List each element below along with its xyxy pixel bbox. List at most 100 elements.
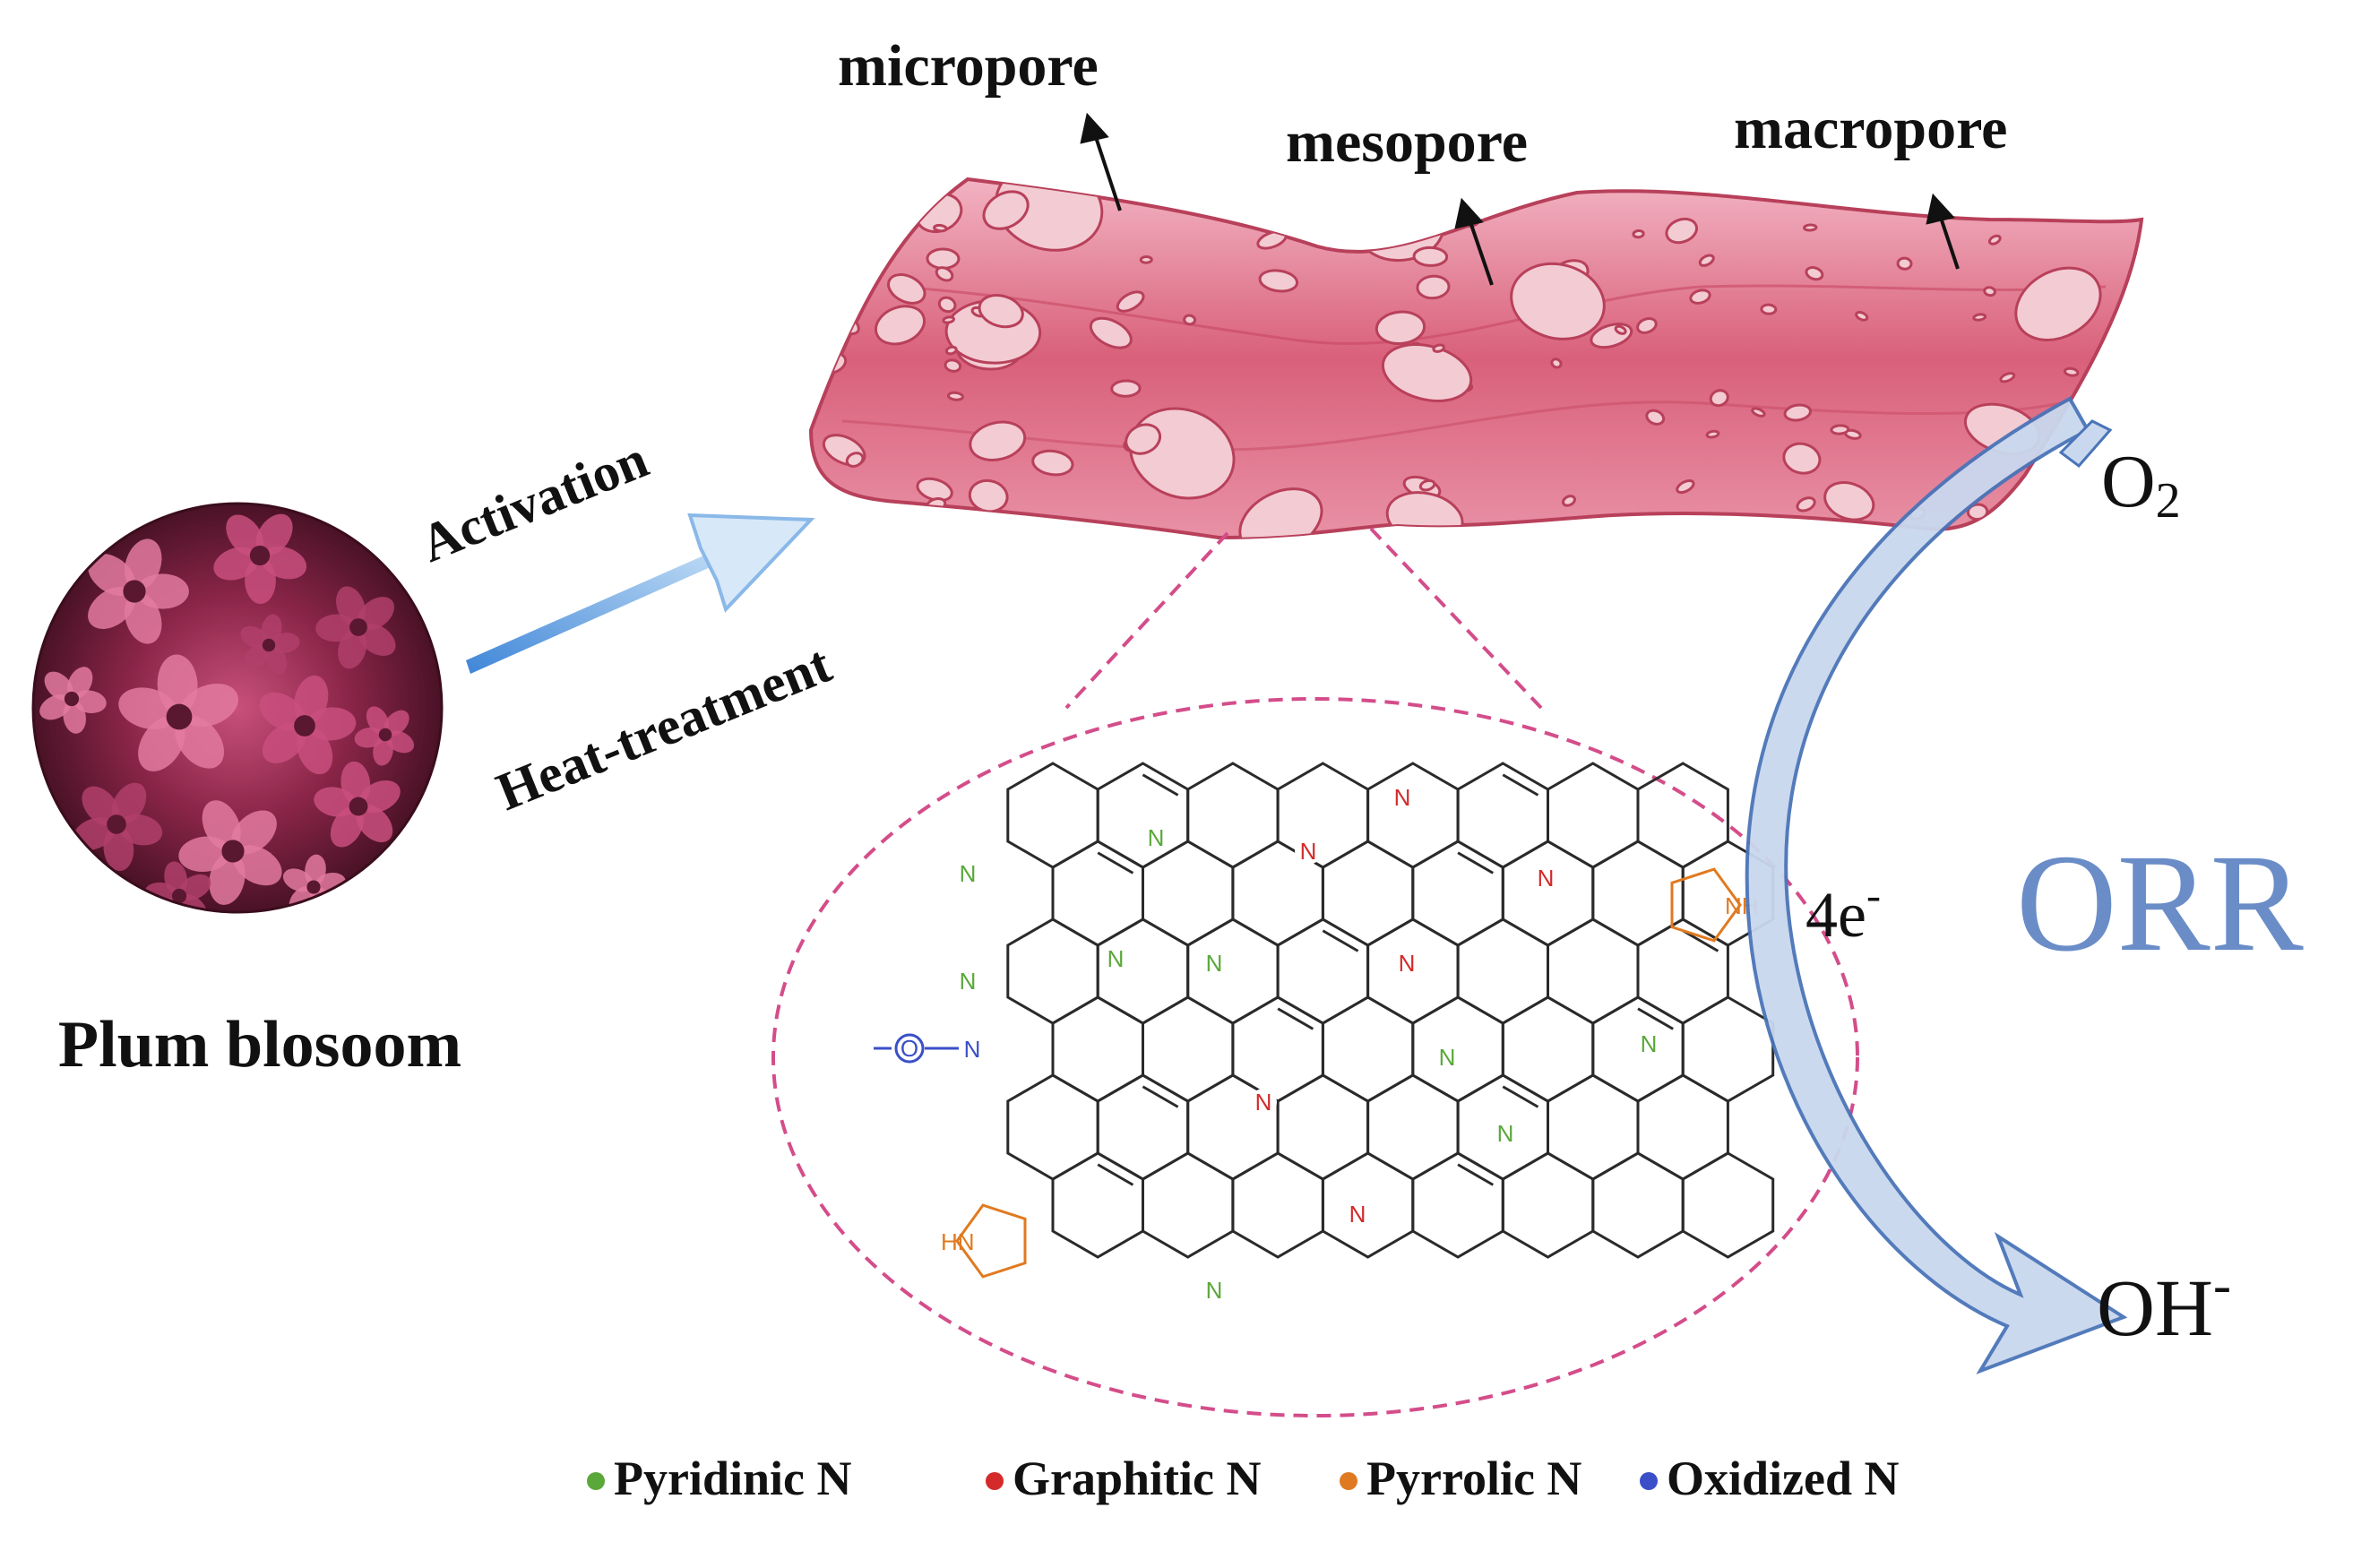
pore xyxy=(969,420,1027,461)
pore xyxy=(946,391,964,401)
nitrogen-atom-bg xyxy=(1389,784,1416,811)
pore xyxy=(944,358,962,373)
nitrogen-atom-bg xyxy=(1635,1030,1662,1057)
pore xyxy=(1125,423,1162,455)
pore xyxy=(926,247,961,270)
carbon-ring xyxy=(1591,1151,1685,1259)
carbon-ring xyxy=(1186,762,1280,869)
carbon-ring xyxy=(1636,1073,1729,1181)
nitrogen-atom-bg xyxy=(1102,945,1129,972)
pore xyxy=(1636,317,1658,334)
carbon-ring xyxy=(1142,1151,1235,1259)
carbon-ring xyxy=(1547,918,1640,1025)
nitrogen-atom: N xyxy=(1206,1277,1223,1304)
o2-subscript: 2 xyxy=(2156,473,2181,529)
pore xyxy=(1089,316,1133,349)
pore xyxy=(982,190,1030,230)
nitrogen-atom-bg xyxy=(1434,1044,1461,1071)
pore xyxy=(1510,262,1606,340)
pore xyxy=(942,315,955,324)
blossom-flower xyxy=(118,654,238,771)
carbon-ring xyxy=(1501,995,1595,1103)
blossom-flower xyxy=(240,614,300,675)
pore xyxy=(1432,343,1445,353)
pore xyxy=(1966,503,1989,521)
pore xyxy=(1116,290,1145,313)
double-bond xyxy=(1502,773,1539,797)
pore xyxy=(1855,310,1869,322)
pore xyxy=(1830,424,1850,435)
carbon-ring xyxy=(1276,918,1370,1025)
pore xyxy=(1645,409,1666,426)
pore xyxy=(1250,208,1270,222)
pore xyxy=(1665,217,1698,245)
nitrogen-atom: N xyxy=(1107,945,1125,972)
pore xyxy=(1614,324,1627,335)
o2-label: O2 xyxy=(2101,440,2181,529)
nitrogen-atom-bg xyxy=(1201,1277,1228,1304)
pore xyxy=(1416,274,1451,300)
pore xyxy=(874,305,926,346)
pyrrolic-hn: HN xyxy=(941,1228,975,1255)
nitrogen-atom: N xyxy=(960,968,977,995)
carbon-ring xyxy=(1096,762,1190,869)
porous-carbon-sheet xyxy=(808,177,2144,540)
pore xyxy=(845,452,865,468)
oxygen-label: O xyxy=(901,1035,918,1062)
carbon-ring xyxy=(1186,918,1280,1025)
legend-swatch xyxy=(587,1472,605,1490)
pore xyxy=(935,266,954,282)
nitrogen-atom: N xyxy=(1349,1201,1366,1228)
pore xyxy=(1689,289,1711,305)
electron-superscript: - xyxy=(1866,872,1881,919)
zoom-callout xyxy=(771,527,1859,1417)
pore xyxy=(2075,488,2090,500)
carbon-ring xyxy=(1142,995,1235,1103)
nitrogen-atom: N xyxy=(1399,950,1416,977)
blossom-flower xyxy=(73,782,163,872)
pore xyxy=(1632,228,1645,239)
pore xyxy=(1709,389,1729,408)
nitrogen-atom: N xyxy=(1206,950,1223,977)
pore xyxy=(944,345,958,356)
blossom-flower xyxy=(39,667,107,734)
pore xyxy=(1418,478,1436,492)
pore xyxy=(933,223,948,233)
plum-blossom-label: Plum blosoom xyxy=(58,1008,461,1081)
micropore-label: micropore xyxy=(838,33,1099,99)
double-bond xyxy=(1457,1163,1494,1186)
process-arrow xyxy=(466,513,815,674)
carbon-ring xyxy=(1501,840,1595,947)
carbon-ring xyxy=(1231,995,1324,1103)
blossom-flower xyxy=(315,586,396,669)
pore xyxy=(1561,495,1576,507)
carbon-ring xyxy=(1096,1073,1190,1181)
carbon-ring xyxy=(1366,762,1460,869)
oxidized-nitrogen: N xyxy=(964,1036,981,1063)
nitrogen-atom-bg xyxy=(1344,1201,1371,1228)
pore xyxy=(1698,254,1715,267)
pore xyxy=(1110,379,1142,398)
double-bond xyxy=(1322,929,1359,952)
pore xyxy=(824,308,860,336)
nitrogen-atom: N xyxy=(1255,1089,1272,1116)
double-bond xyxy=(1637,1007,1674,1030)
pore xyxy=(1412,246,1449,267)
nitrogen-atom-bg xyxy=(1393,950,1420,977)
legend-label: Pyrrolic N xyxy=(1366,1452,1581,1505)
oxygen-atom xyxy=(894,1033,925,1064)
carbon-ring xyxy=(1321,1151,1415,1259)
carbon-ring xyxy=(1591,840,1685,947)
pore xyxy=(887,273,926,305)
blossom-flower xyxy=(88,538,189,644)
pore xyxy=(1782,442,1822,475)
carbon-ring xyxy=(1321,840,1415,947)
carbon-ring xyxy=(1231,1151,1324,1259)
pore xyxy=(1783,403,1812,422)
carbon-ring xyxy=(1456,762,1549,869)
carbon-ring xyxy=(1411,995,1504,1103)
pore xyxy=(1983,286,1996,297)
carbon-ring xyxy=(1411,840,1504,947)
nitrogen-atom: N xyxy=(1148,824,1165,851)
pore xyxy=(937,296,957,314)
